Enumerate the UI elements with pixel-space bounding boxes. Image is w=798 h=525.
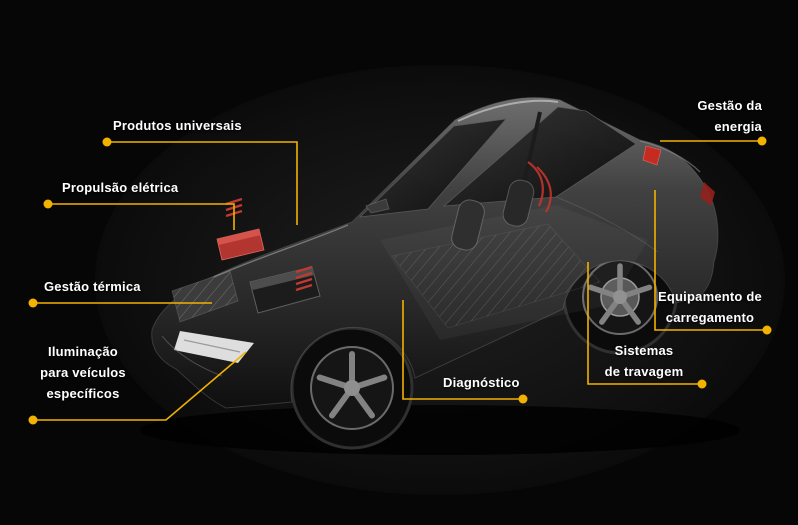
leader-diagnostico — [402, 300, 523, 400]
callout-label: Propulsão elétrica — [62, 180, 179, 195]
callout-gestao-energia[interactable]: Gestão da energia — [656, 95, 762, 137]
battery-12v — [216, 228, 265, 261]
hv-battery-module — [249, 266, 321, 314]
callout-label: energia — [714, 119, 762, 134]
callout-label: Gestão da — [697, 98, 762, 113]
callout-dot-iluminacao[interactable] — [28, 415, 38, 425]
b-pillar — [520, 111, 542, 193]
callout-label: para veículos — [40, 365, 126, 380]
callout-label: carregamento — [665, 310, 755, 325]
callout-gestao-termica[interactable]: Gestão térmica — [44, 276, 141, 297]
windshield — [358, 118, 507, 218]
callout-dot-gestao-energia[interactable] — [757, 136, 767, 146]
leader-iluminacao — [33, 351, 247, 421]
charge-port — [642, 145, 662, 166]
floor-battery-grid — [391, 223, 601, 329]
headlight — [174, 331, 254, 363]
leader-propulsao-eletrica — [48, 203, 235, 230]
callout-dot-diagnostico[interactable] — [518, 394, 528, 404]
front-wheel — [290, 326, 414, 450]
callout-label: Iluminação — [48, 344, 118, 359]
body-highlights — [161, 99, 701, 377]
callout-equipamento-carregamento[interactable]: Equipamento de carregamento — [650, 286, 770, 328]
leader-produtos-universais — [107, 141, 298, 225]
callout-label: Gestão térmica — [44, 279, 141, 294]
callout-dot-produtos-universais[interactable] — [102, 137, 112, 147]
callout-label: Equipamento de — [658, 289, 762, 304]
callout-label: Sistemas — [614, 343, 674, 358]
callout-diagnostico[interactable]: Diagnóstico — [443, 372, 520, 393]
callout-label: Produtos universais — [113, 118, 242, 133]
callout-dot-sistemas-travagem[interactable] — [697, 379, 707, 389]
callout-dot-equipamento-carregamento[interactable] — [762, 325, 772, 335]
high-voltage-cables — [527, 161, 552, 213]
callout-produtos-universais[interactable]: Produtos universais — [113, 115, 242, 136]
callout-dot-propulsao-eletrica[interactable] — [43, 199, 53, 209]
callout-propulsao-eletrica[interactable]: Propulsão elétrica — [62, 177, 178, 198]
leader-sistemas-travagem — [587, 262, 702, 385]
callout-label: Diagnóstico — [443, 375, 520, 390]
front-wheel-hub — [344, 380, 360, 396]
side-mirror — [365, 198, 390, 214]
ground-shadow — [140, 405, 740, 455]
callout-sistemas-travagem[interactable]: Sistemas de travagem — [586, 340, 702, 382]
coil-spring-strut — [295, 265, 313, 292]
rear-wheel-spokes — [587, 263, 653, 325]
radiator — [171, 270, 239, 323]
front-wheel-spokes — [316, 351, 388, 419]
rear-wheel-hub — [613, 290, 627, 304]
rear-wheel — [562, 239, 678, 355]
leader-equipamento-carregamento — [654, 190, 767, 331]
callout-iluminacao-veiculos-especificos[interactable]: Iluminação para veículos específicos — [26, 341, 140, 404]
callout-label: de travagem — [604, 364, 684, 379]
callout-label: específicos — [46, 386, 120, 401]
seats — [451, 179, 535, 251]
tail-light — [700, 182, 715, 206]
callout-dot-gestao-termica[interactable] — [28, 298, 38, 308]
